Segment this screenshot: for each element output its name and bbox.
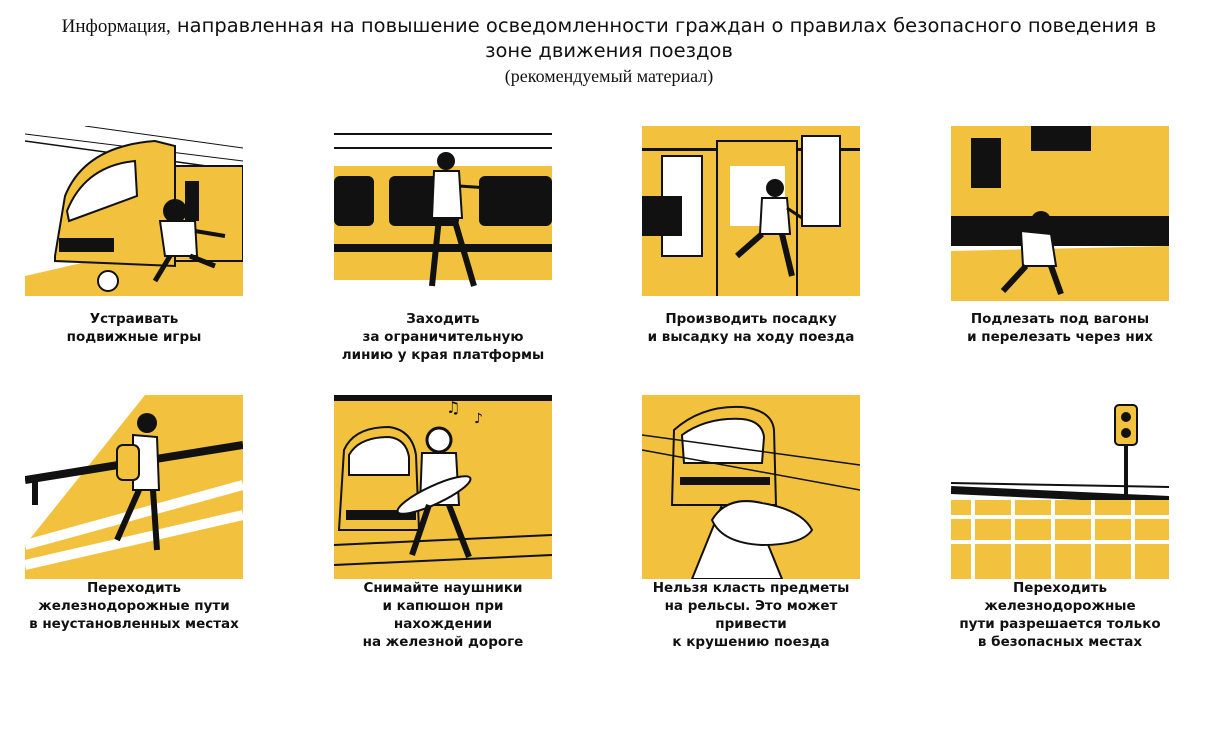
svg-text:♪: ♪ xyxy=(474,411,483,427)
tile-crossing-wrong-place: Переходить железнодорожные пути в неуста… xyxy=(25,395,243,633)
tile-caption: Подлезать под вагоны и перелезать через … xyxy=(967,311,1153,345)
page-title: Информация, направленная на повышение ос… xyxy=(40,14,1178,63)
woman-crossing-platform-line-icon xyxy=(334,133,552,310)
tile-line: Заходить за ограничительную линию у края… xyxy=(334,126,552,364)
tile-under-wagon: Подлезать под вагоны и перелезать через … xyxy=(951,126,1169,346)
boy-crossing-tracks-icon xyxy=(25,395,243,579)
tile-caption: Переходить железнодорожные пути в неуста… xyxy=(29,580,239,632)
girl-with-headphones-near-train-icon: ♫ ♪ xyxy=(334,395,552,579)
bag-on-rails-icon xyxy=(642,395,860,579)
person-crawling-under-wagon-icon xyxy=(951,126,1169,310)
tile-caption: Производить посадку и высадку на ходу по… xyxy=(647,311,855,345)
tile-moving-train: Производить посадку и высадку на ходу по… xyxy=(642,126,860,346)
title-main: направленная на повышение осведомленност… xyxy=(170,14,1157,62)
tile-headphones: ♫ ♪ Снимайте наушники и капюшон при нахо… xyxy=(334,395,552,651)
svg-text:♫: ♫ xyxy=(446,398,460,417)
tile-caption: Снимайте наушники и капюшон при нахожден… xyxy=(362,580,524,650)
tile-games: Устраивать подвижные игры xyxy=(25,126,243,346)
man-jumping-from-moving-train-icon xyxy=(642,126,860,310)
page-header: Информация, направленная на повышение ос… xyxy=(0,14,1218,87)
safe-crossing-traffic-light-icon xyxy=(951,395,1169,579)
title-lead: Информация, xyxy=(61,16,171,37)
tile-caption: Заходить за ограничительную линию у края… xyxy=(341,311,545,363)
tile-objects-on-rails: Нельзя класть предметы на рельсы. Это мо… xyxy=(642,395,860,651)
tile-caption: Нельзя класть предметы на рельсы. Это мо… xyxy=(652,580,850,650)
tile-safe-crossing: Переходить железнодорожные пути разрешае… xyxy=(951,395,1169,651)
kid-playing-ball-near-train-icon xyxy=(25,126,243,296)
page-subtitle: (рекомендуемый материал) xyxy=(504,66,714,86)
tile-caption: Устраивать подвижные игры xyxy=(66,311,202,345)
tile-caption: Переходить железнодорожные пути разрешае… xyxy=(959,580,1161,650)
